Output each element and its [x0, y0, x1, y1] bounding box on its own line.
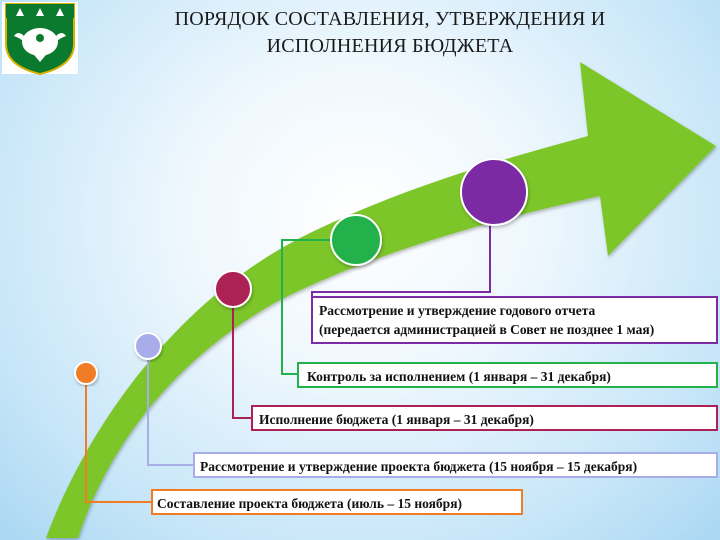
step-2-box: Рассмотрение и утверждение проекта бюдже…	[193, 452, 718, 478]
step-4-line-1: Контроль за исполнением (1 января – 31 д…	[307, 369, 611, 384]
step-5-marker	[460, 158, 528, 226]
step-5-box: Рассмотрение и утверждение годового отче…	[311, 296, 718, 344]
title-line-2: ИСПОЛНЕНИЯ БЮДЖЕТА	[266, 35, 514, 57]
connector-step-3	[232, 289, 252, 419]
step-1-line-1: Составление проекта бюджета (июль – 15 н…	[157, 496, 462, 511]
step-5-line-2: (передается администрацией в Совет не по…	[319, 322, 655, 337]
step-4-marker	[330, 214, 382, 266]
step-5-line-1: Рассмотрение и утверждение годового отче…	[319, 303, 596, 318]
connector-step-1	[85, 373, 152, 503]
step-1-box: Составление проекта бюджета (июль – 15 н…	[151, 489, 523, 515]
timeline-arrow	[46, 62, 716, 538]
step-1-marker	[74, 361, 98, 385]
step-2-marker	[134, 332, 162, 360]
step-3-box: Исполнение бюджета (1 января – 31 декабр…	[251, 405, 718, 431]
step-2-line-1: Рассмотрение и утверждение проекта бюдже…	[200, 459, 638, 474]
coat-of-arms-icon	[2, 2, 78, 76]
step-4-box: Контроль за исполнением (1 января – 31 д…	[297, 362, 718, 388]
step-3-marker	[214, 270, 252, 308]
slide-title: ПОРЯДОК СОСТАВЛЕНИЯ, УТВЕРЖДЕНИЯ И ИСПОЛ…	[110, 6, 670, 60]
connector-step-4	[281, 239, 356, 375]
step-3-line-1: Исполнение бюджета (1 января – 31 декабр…	[259, 412, 534, 427]
connector-step-2	[147, 346, 194, 466]
title-line-1: ПОРЯДОК СОСТАВЛЕНИЯ, УТВЕРЖДЕНИЯ И	[174, 8, 606, 30]
